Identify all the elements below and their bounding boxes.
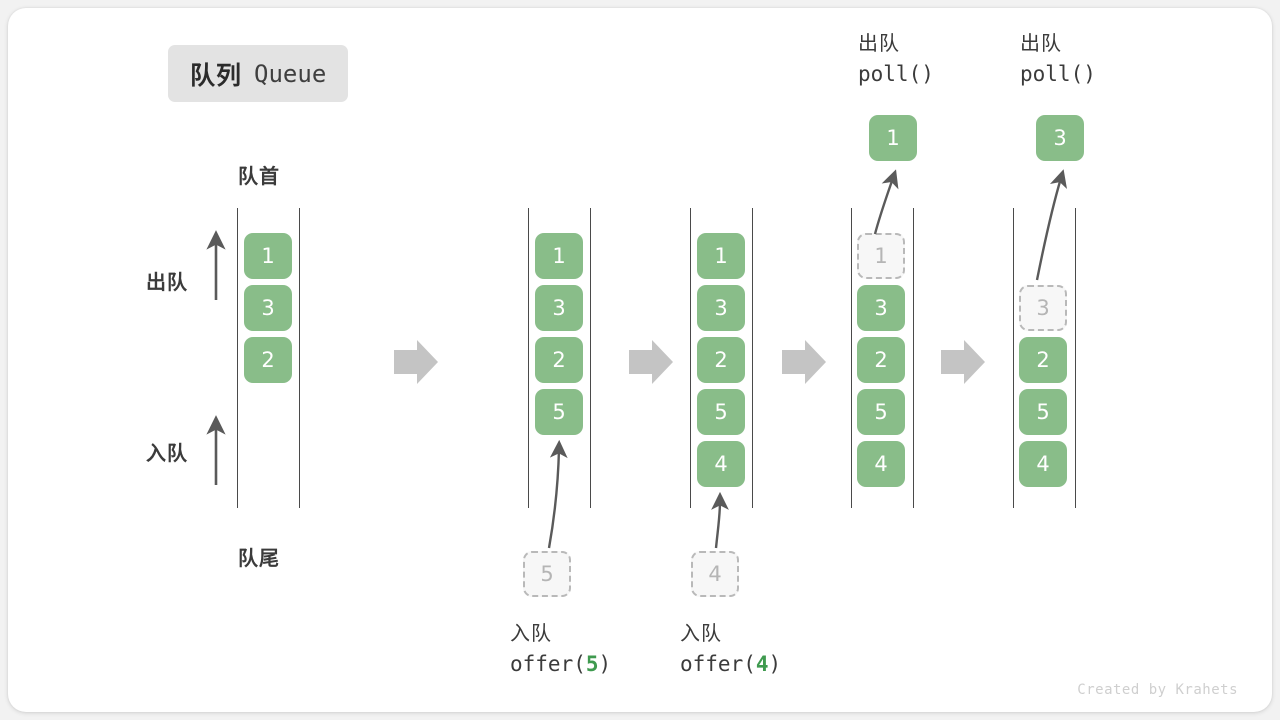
polled-element: 1 <box>869 115 917 161</box>
caption-offer-4-cn: 入队 <box>680 623 722 645</box>
caption-poll-2-cn: 出队 <box>1020 33 1062 55</box>
queue-element: 2 <box>697 337 745 383</box>
caption-offer-5-code: offer(5) <box>510 652 612 676</box>
queue-element: 2 <box>1019 337 1067 383</box>
rail-right-stage-4 <box>913 208 914 508</box>
caption-offer-4-code: offer(4) <box>680 652 782 676</box>
diagram-title-badge: 队列 Queue <box>168 45 349 102</box>
queue-element: 4 <box>857 441 905 487</box>
queue-element: 2 <box>857 337 905 383</box>
caption-poll-2: 出队 poll() <box>1020 30 1096 89</box>
queue-element: 5 <box>1019 389 1067 435</box>
caption-offer-4: 入队 offer(4) <box>680 620 781 679</box>
queue-element: 4 <box>697 441 745 487</box>
label-dequeue-direction: 出队 <box>146 272 188 294</box>
credit-text: Created by Krahets <box>1077 682 1238 698</box>
polled-element: 3 <box>1036 115 1084 161</box>
label-queue-head: 队首 <box>238 166 280 188</box>
queue-element: 2 <box>244 337 292 383</box>
caption-poll-1-cn: 出队 <box>858 33 900 55</box>
queue-element: 5 <box>535 389 583 435</box>
rail-right-stage-1 <box>299 208 300 508</box>
rail-left-stage-3 <box>690 208 691 508</box>
incoming-element-ghost: 5 <box>523 551 571 597</box>
queue-element: 3 <box>857 285 905 331</box>
queue-element: 3 <box>535 285 583 331</box>
title-chinese: 队列 <box>190 61 243 90</box>
diagram-card <box>8 8 1272 712</box>
queue-element: 5 <box>697 389 745 435</box>
outgoing-element-ghost: 1 <box>857 233 905 279</box>
incoming-element-ghost: 4 <box>691 551 739 597</box>
queue-element: 1 <box>535 233 583 279</box>
label-enqueue-direction: 入队 <box>146 443 188 465</box>
label-queue-tail: 队尾 <box>238 548 280 570</box>
rail-left-stage-1 <box>237 208 238 508</box>
queue-element: 3 <box>697 285 745 331</box>
caption-poll-1-code: poll() <box>858 62 934 86</box>
caption-offer-5: 入队 offer(5) <box>510 620 611 679</box>
rail-left-stage-2 <box>528 208 529 508</box>
rail-right-stage-5 <box>1075 208 1076 508</box>
queue-element: 1 <box>244 233 292 279</box>
rail-left-stage-4 <box>851 208 852 508</box>
outgoing-element-ghost: 3 <box>1019 285 1067 331</box>
queue-element: 1 <box>697 233 745 279</box>
rail-right-stage-3 <box>752 208 753 508</box>
title-english: Queue <box>254 59 327 88</box>
rail-left-stage-5 <box>1013 208 1014 508</box>
caption-poll-1: 出队 poll() <box>858 30 934 89</box>
queue-element: 4 <box>1019 441 1067 487</box>
rail-right-stage-2 <box>590 208 591 508</box>
caption-poll-2-code: poll() <box>1020 62 1096 86</box>
queue-element: 3 <box>244 285 292 331</box>
queue-element: 5 <box>857 389 905 435</box>
queue-element: 2 <box>535 337 583 383</box>
caption-offer-5-cn: 入队 <box>510 623 552 645</box>
